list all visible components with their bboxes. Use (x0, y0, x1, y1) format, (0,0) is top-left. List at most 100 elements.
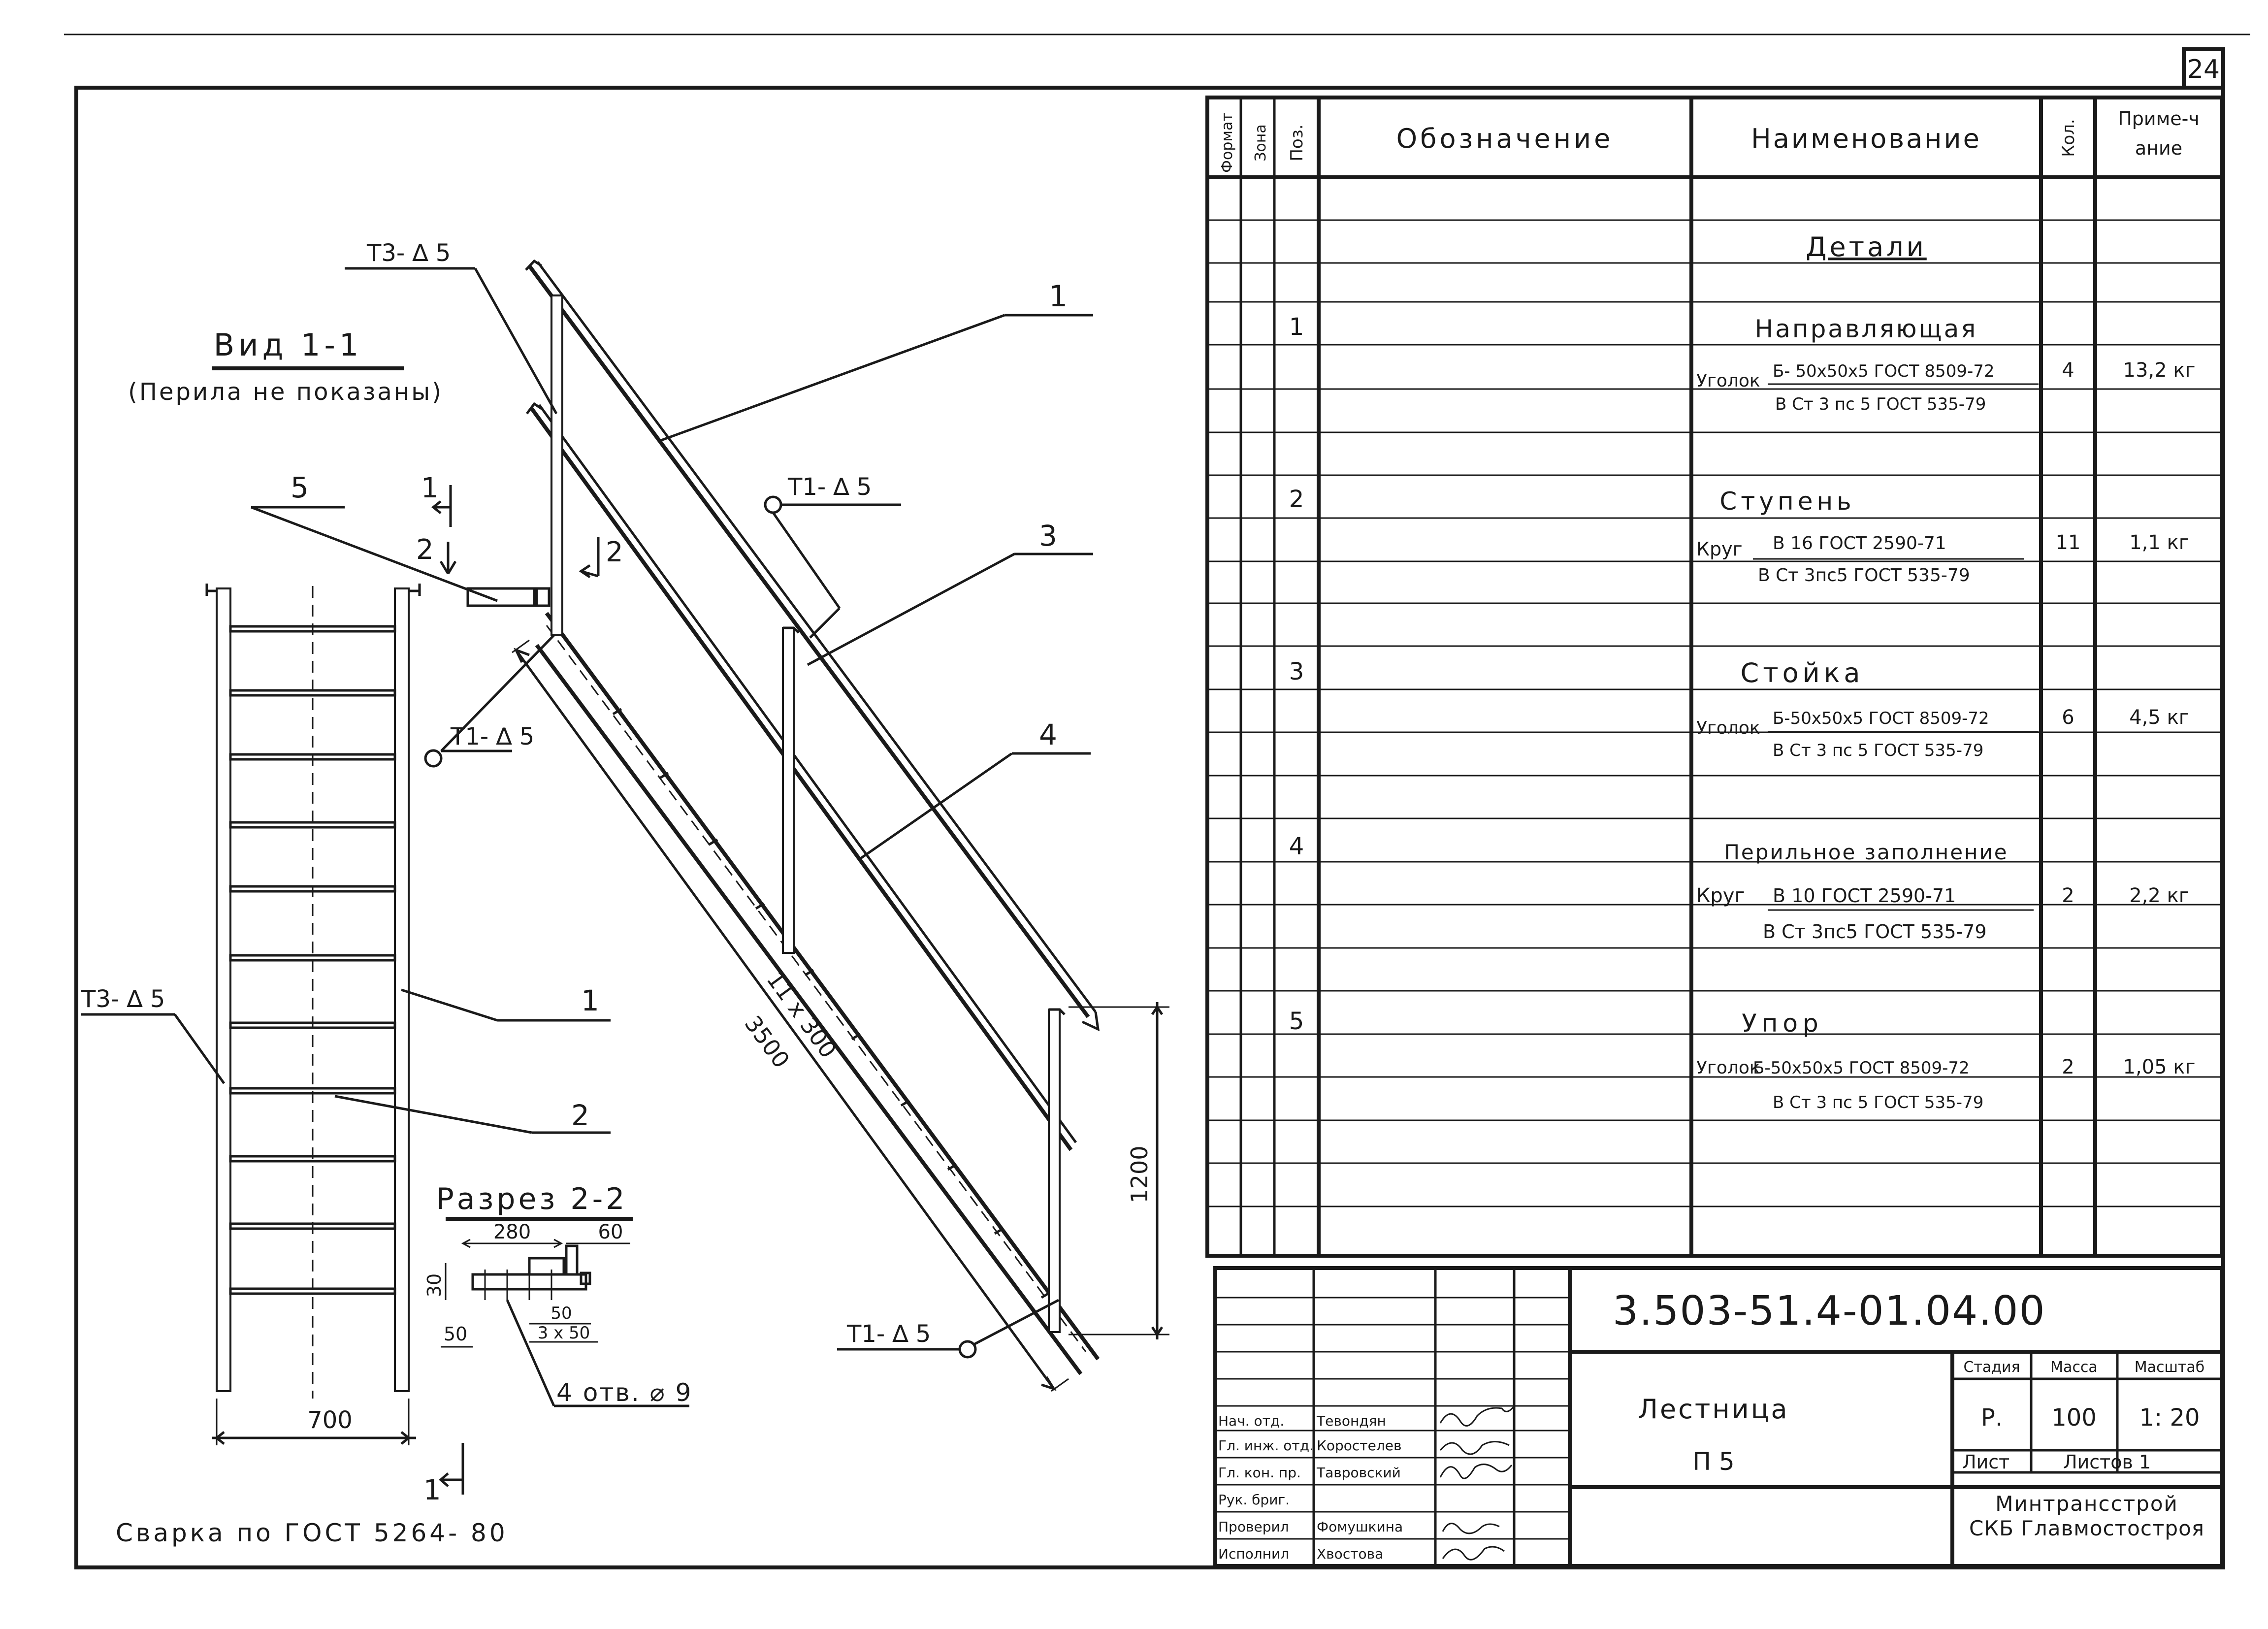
weld-bottom-label: Т1- ∆ 5 (846, 1320, 931, 1348)
svg-text:Б-50х50х5 ГОСТ 8509-72: Б-50х50х5 ГОСТ 8509-72 (1753, 1058, 1970, 1078)
header-qty: Кол. (2059, 119, 2078, 157)
svg-text:1,1 кг: 1,1 кг (2129, 531, 2189, 554)
ladder-left-rail (216, 587, 231, 1392)
welding-note: Сварка по ГОСТ 5264- 80 (116, 1519, 508, 1547)
spec-table: Формат Зона Поз. Обозначение Наименовани… (1205, 96, 2224, 1258)
svg-text:Ступень: Ступень (1719, 487, 1855, 516)
svg-text:Листов 1: Листов 1 (2063, 1451, 2151, 1473)
dim-3x50: 3 х 50 (538, 1323, 590, 1343)
page-number: 24 (2187, 55, 2220, 84)
svg-text:Минтрансстрой: Минтрансстрой (1995, 1492, 2178, 1516)
spec-item-2: 2 Ступень Круг В 16 ГОСТ 2590-71 В Ст 3п… (1289, 486, 2189, 586)
title-block-frame (1213, 1266, 2224, 1568)
view-1-1: Вид 1-1 (Перила не показаны) Т3- ∆ 5 1 (81, 327, 611, 1547)
view-1-1-subtitle: (Перила не показаны) (128, 378, 443, 406)
svg-text:Р.: Р. (1981, 1404, 2003, 1432)
svg-text:Круг: Круг (1696, 884, 1745, 907)
svg-text:В Ст 3 пс 5 ГОСТ 535-79: В Ст 3 пс 5 ГОСТ 535-79 (1773, 1093, 1983, 1112)
dim-280: 280 (493, 1221, 531, 1243)
svg-text:Перильное заполнение: Перильное заполнение (1724, 840, 2008, 864)
spec-item-4: 4 Перильное заполнение Круг В 10 ГОСТ 25… (1289, 833, 2189, 943)
section-title: Детали (1806, 231, 1927, 262)
svg-text:2,2 кг: 2,2 кг (2129, 884, 2189, 907)
svg-text:Лист: Лист (1962, 1451, 2009, 1473)
svg-text:4: 4 (1289, 833, 1304, 860)
header-zone: Зона (1252, 124, 1269, 162)
svg-text:Уголок: Уголок (1696, 1058, 1760, 1078)
svg-text:Тевондян: Тевондян (1316, 1413, 1386, 1429)
svg-text:Круг: Круг (1696, 538, 1743, 560)
header-pos: Поз. (1287, 124, 1307, 161)
drawing-title: Лестница (1638, 1394, 1789, 1425)
svg-text:В Ст 3пс5 ГОСТ 535-79: В Ст 3пс5 ГОСТ 535-79 (1763, 921, 1987, 943)
svg-text:13,2 кг: 13,2 кг (2123, 359, 2196, 382)
spec-item-1: 1 Направляющая Уголок Б- 50х50х5 ГОСТ 85… (1289, 313, 2196, 414)
svg-text:Масса: Масса (2050, 1359, 2098, 1376)
weld-top-label: Т3- ∆ 5 (366, 239, 451, 267)
section-2-2-title: Разрез 2-2 (436, 1182, 628, 1216)
svg-text:Гл. инж. отд.: Гл. инж. отд. (1218, 1437, 1314, 1454)
svg-text:Уголок: Уголок (1696, 718, 1760, 738)
holes-note: 4 отв. ⌀ 9 (556, 1378, 692, 1407)
pos-3-label: 3 (1039, 519, 1057, 553)
stringer-lower (535, 644, 1083, 1375)
view-leader-2: 2 (571, 1099, 589, 1132)
svg-text:Нач. отд.: Нач. отд. (1218, 1413, 1284, 1429)
header-name: Наименование (1751, 123, 1981, 154)
pos-4-label: 4 (1039, 718, 1057, 751)
drawing-code: 3.503-51.4-01.04.00 (1613, 1288, 2046, 1335)
svg-text:В Ст 3 пс 5 ГОСТ 535-79: В Ст 3 пс 5 ГОСТ 535-79 (1775, 394, 1986, 414)
dim-height: 1200 (1126, 1145, 1153, 1203)
svg-text:Б-50х50х5 ГОСТ 8509-72: Б-50х50х5 ГОСТ 8509-72 (1773, 709, 1989, 728)
ladder-width-dim: 700 (307, 1406, 353, 1434)
svg-text:В 10 ГОСТ 2590-71: В 10 ГОСТ 2590-71 (1773, 885, 1956, 907)
svg-text:2: 2 (1289, 486, 1304, 513)
svg-text:2: 2 (2062, 1056, 2074, 1078)
cut-mark-1-bottom: 1 (423, 1474, 441, 1506)
svg-text:Б- 50х50х5 ГОСТ 8509-72: Б- 50х50х5 ГОСТ 8509-72 (1773, 361, 1994, 381)
svg-text:Исполнил: Исполнил (1218, 1546, 1289, 1562)
svg-text:11: 11 (2056, 531, 2081, 554)
dim-50b: 50 (551, 1303, 572, 1323)
svg-text:4: 4 (2062, 359, 2074, 382)
svg-text:3: 3 (1289, 658, 1304, 685)
weld-left-label: Т1- ∆ 5 (450, 723, 534, 750)
svg-text:Стадия: Стадия (1963, 1359, 2020, 1376)
post-1 (551, 294, 563, 636)
svg-text:Стойка: Стойка (1740, 657, 1864, 688)
spec-table-frame (1205, 96, 2224, 1258)
spec-item-3: 3 Стойка Уголок Б-50х50х5 ГОСТ 8509-72 В… (1289, 657, 2189, 760)
svg-text:Масштаб: Масштаб (2135, 1359, 2205, 1376)
svg-text:В Ст 3 пс 5 ГОСТ 535-79: В Ст 3 пс 5 ГОСТ 535-79 (1773, 741, 1983, 760)
title-block: 3.503-51.4-01.04.00 Лестница П 5 Стадия … (1213, 1266, 2224, 1568)
svg-text:6: 6 (2062, 706, 2074, 729)
page-number-box (2182, 47, 2225, 90)
svg-text:Тавровский: Тавровский (1316, 1465, 1401, 1481)
svg-text:Уголок: Уголок (1696, 371, 1760, 391)
svg-text:2: 2 (2062, 884, 2074, 907)
header-note: Приме-чание (2118, 108, 2200, 159)
svg-text:Упор: Упор (1742, 1009, 1823, 1038)
svg-text:1: 1 (1289, 313, 1304, 341)
svg-text:СКБ Главмостостроя: СКБ Главмостостроя (1969, 1516, 2204, 1540)
stair-side-view: Т3- ∆ 5 1 Т1- ∆ 5 3 4 5 Т1- ∆ 5 Т1- ∆ (251, 239, 1169, 1392)
dim-50a: 50 (444, 1323, 467, 1345)
post-3 (1048, 1009, 1061, 1333)
header-format: Формат (1219, 113, 1236, 173)
svg-text:100: 100 (2051, 1404, 2097, 1432)
weld-mid-label: Т1- ∆ 5 (787, 473, 872, 501)
dim-60: 60 (598, 1221, 623, 1243)
dim-30: 30 (423, 1273, 445, 1297)
section-holes (484, 1270, 552, 1300)
handrail-top (527, 264, 1090, 1018)
svg-text:В 16 ГОСТ 2590-71: В 16 ГОСТ 2590-71 (1773, 533, 1946, 554)
view-leader-1: 1 (581, 984, 599, 1017)
svg-text:В Ст 3пс5 ГОСТ 535-79: В Ст 3пс5 ГОСТ 535-79 (1758, 565, 1970, 586)
stop-angle (466, 587, 538, 607)
svg-text:Гл. кон. пр.: Гл. кон. пр. (1218, 1465, 1301, 1481)
svg-text:Хвостова: Хвостова (1317, 1546, 1383, 1562)
drawing-subtitle: П 5 (1692, 1447, 1734, 1476)
header-designation: Обозначение (1396, 123, 1614, 154)
pos-5-label: 5 (291, 471, 309, 504)
